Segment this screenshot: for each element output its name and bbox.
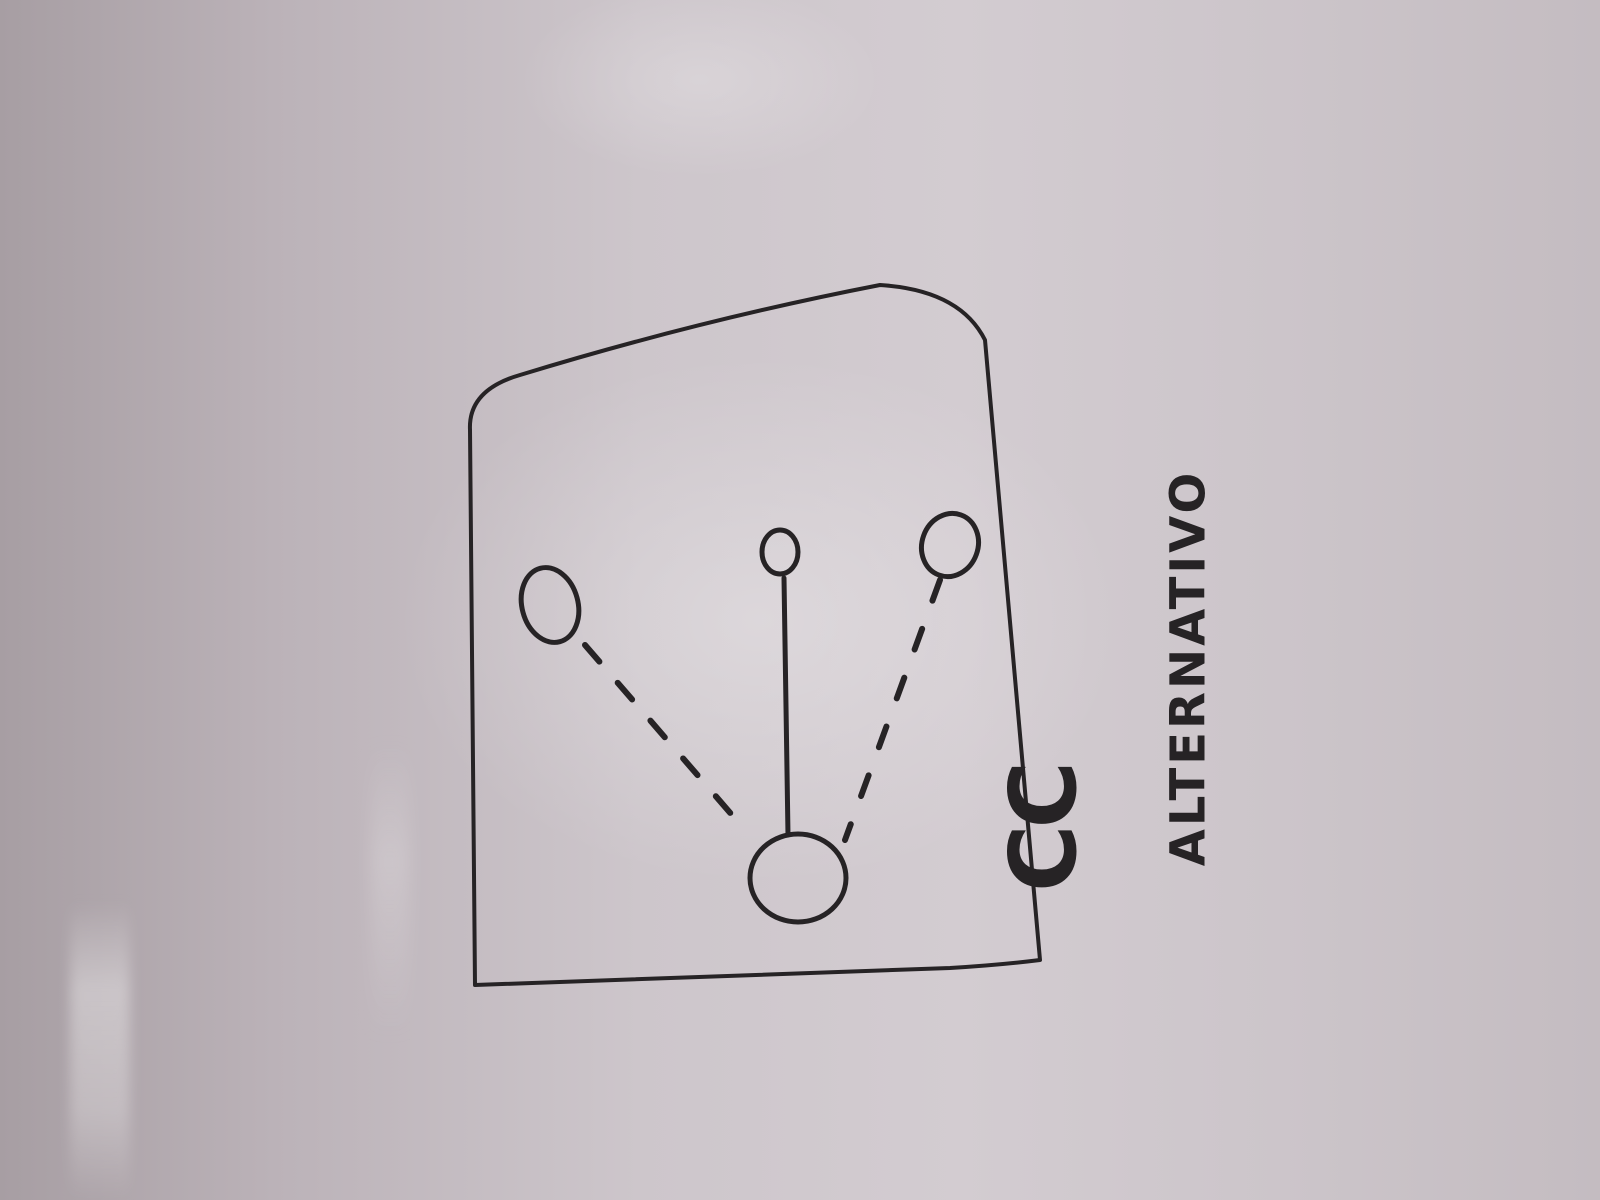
sketch-frame — [467, 283, 1042, 987]
alternative-label: ALTERNATIVO — [1160, 469, 1217, 867]
light-glare — [370, 740, 410, 1040]
cc-label: CC — [990, 764, 1098, 893]
node-bottom-center — [747, 831, 849, 925]
solid-edge — [781, 575, 791, 838]
node-top-right — [919, 510, 981, 580]
node-top-left — [518, 565, 582, 645]
node-top-middle — [759, 527, 801, 577]
dashed-edge-left — [582, 642, 748, 833]
dashed-edge-right — [842, 577, 943, 843]
light-glare — [70, 900, 130, 1200]
